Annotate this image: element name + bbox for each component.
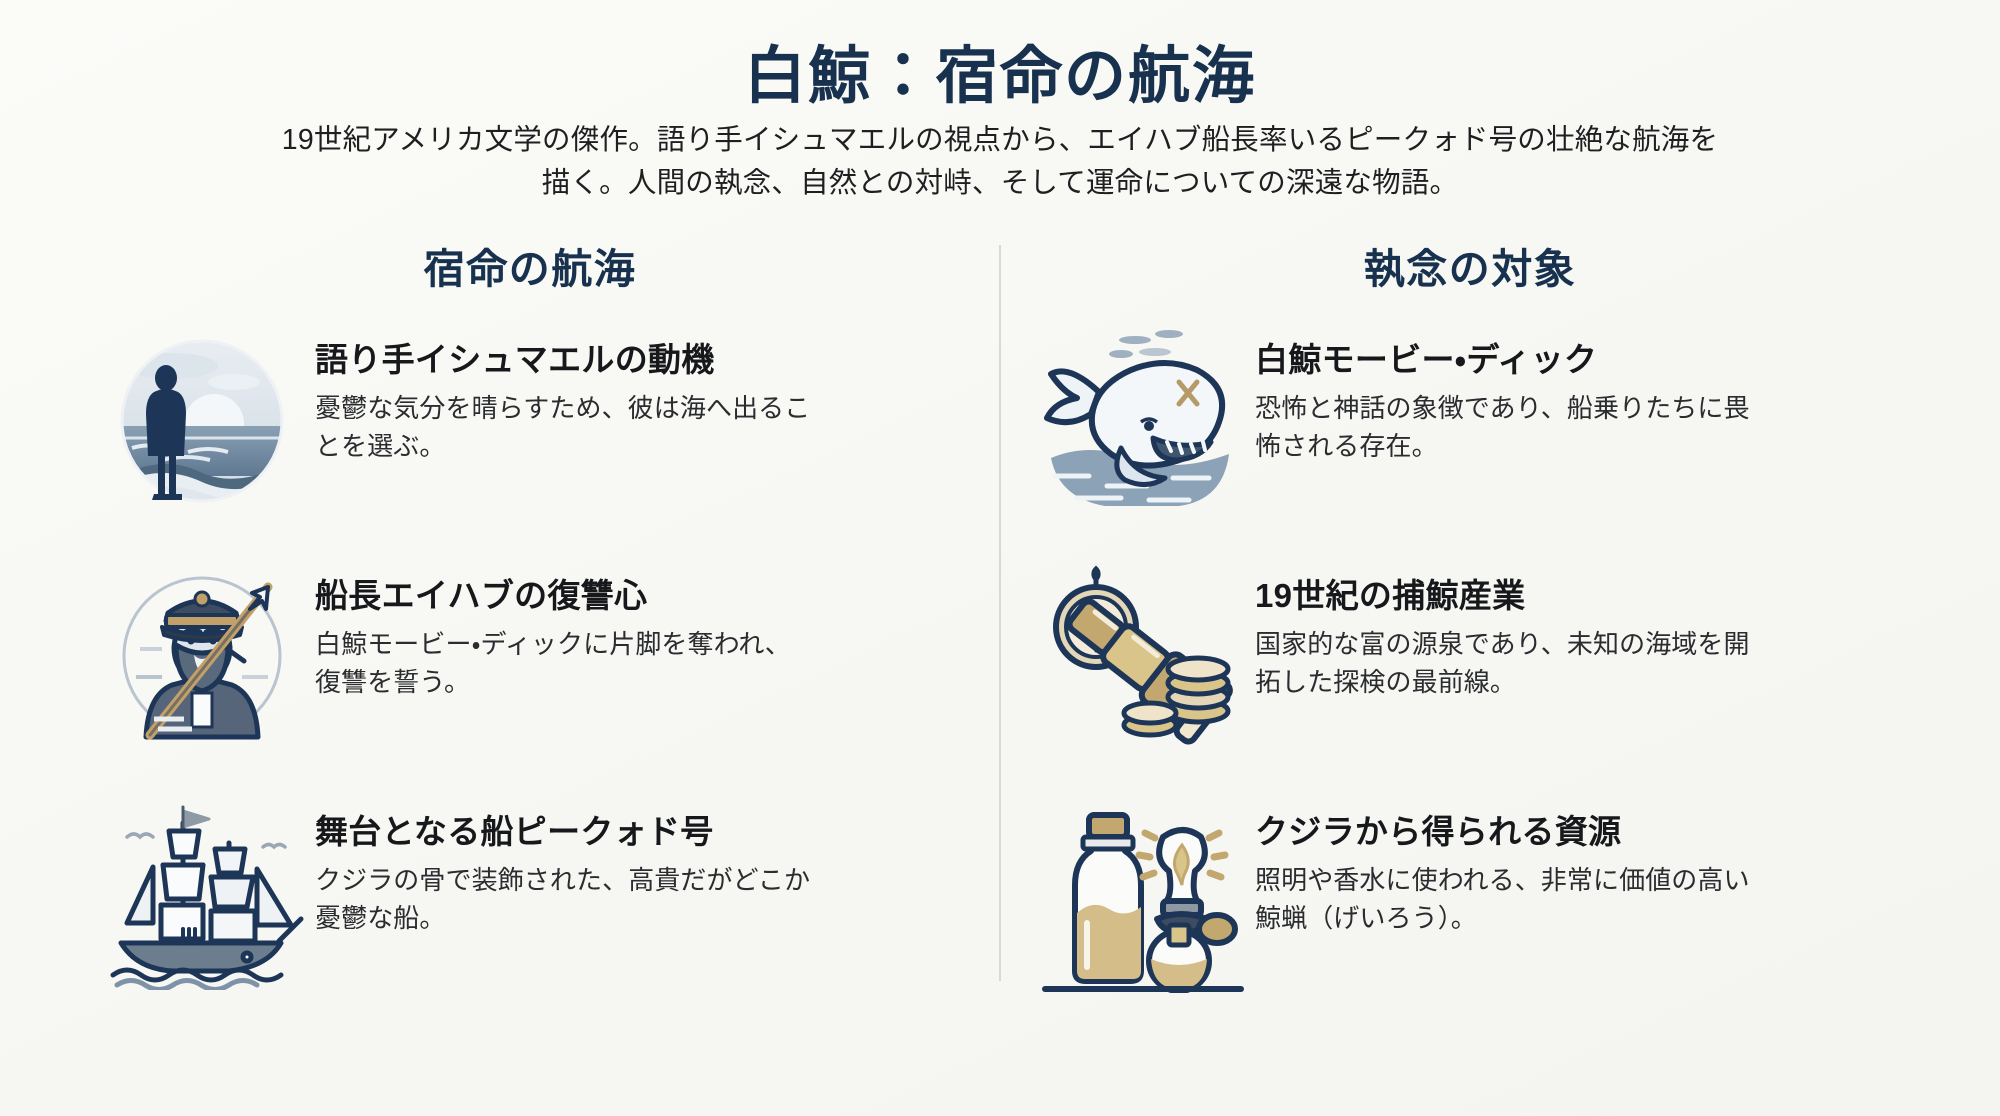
list-item: 舞台となる船ピークォド号 クジラの骨で装飾された、高貴だがどこか憂鬱な船。 bbox=[94, 793, 966, 993]
column-right-heading: 執念の対象 bbox=[1363, 245, 1577, 292]
list-item-text: 語り手イシュマエルの動機 憂鬱な気分を晴らすため、彼は海へ出ることを選ぶ。 bbox=[309, 321, 966, 466]
list-item: クジラから得られる資源 照明や香水に使われる、非常に価値の高い鯨蝋（げいろう）。 bbox=[1034, 793, 1906, 993]
list-item-title: クジラから得られる資源 bbox=[1255, 812, 1622, 850]
page-subtitle: 19世紀アメリカ文学の傑作。語り手イシュマエルの視点から、エイハブ船長率いるピー… bbox=[100, 119, 1900, 205]
list-item-text: 白鯨モービー・ディック 恐怖と神話の象徴であり、船乗りたちに畏怖される存在。 bbox=[1249, 321, 1906, 466]
telescope-compass-coins-icon bbox=[1034, 557, 1249, 757]
list-item-text: 19世紀の捕鯨産業 国家的な富の源泉であり、未知の海域を開拓した探検の最前線。 bbox=[1249, 557, 1906, 702]
column-left-heading: 宿命の航海 bbox=[423, 245, 637, 292]
list-item-description: 恐怖と神話の象徴であり、船乗りたちに畏怖される存在。 bbox=[1255, 393, 1750, 461]
list-item-text: クジラから得られる資源 照明や香水に使われる、非常に価値の高い鯨蝋（げいろう）。 bbox=[1249, 793, 1906, 938]
white-whale-icon bbox=[1034, 321, 1249, 521]
list-item: 語り手イシュマエルの動機 憂鬱な気分を晴らすため、彼は海へ出ることを選ぶ。 bbox=[94, 321, 966, 521]
list-item-description: 照明や香水に使われる、非常に価値の高い鯨蝋（げいろう）。 bbox=[1255, 865, 1750, 933]
list-item: 白鯨モービー・ディック 恐怖と神話の象徴であり、船乗りたちに畏怖される存在。 bbox=[1034, 321, 1906, 521]
list-item-title: 船長エイハブの復讐心 bbox=[315, 576, 648, 614]
subtitle-line-2: 描く。人間の執念、自然との対峙、そして運命についての深遠な物語。 bbox=[541, 167, 1459, 200]
list-item-text: 舞台となる船ピークォド号 クジラの骨で装飾された、高貴だがどこか憂鬱な船。 bbox=[309, 793, 966, 938]
sailing-ship-icon bbox=[94, 793, 309, 993]
column-divider bbox=[999, 244, 1001, 981]
sea-captain-with-harpoon-icon bbox=[94, 557, 309, 757]
page-title: 白鯨：宿命の航海 bbox=[743, 42, 1256, 111]
list-item: 19世紀の捕鯨産業 国家的な富の源泉であり、未知の海域を開拓した探検の最前線。 bbox=[1034, 557, 1906, 757]
list-item-title: 白鯨モービー・ディック bbox=[1255, 340, 1598, 378]
column-right: 執念の対象 bbox=[1000, 235, 1940, 993]
content-columns: 宿命の航海 bbox=[60, 235, 1940, 993]
header: 白鯨：宿命の航海 19世紀アメリカ文学の傑作。語り手イシュマエルの視点から、エイ… bbox=[60, 42, 1940, 205]
list-item-description: 白鯨モービー・ディックに片脚を奪われ、復讐を誓う。 bbox=[315, 629, 791, 697]
man-gazing-at-sea-icon bbox=[94, 321, 309, 521]
list-item: 船長エイハブの復讐心 白鯨モービー・ディックに片脚を奪われ、復讐を誓う。 bbox=[94, 557, 966, 757]
subtitle-line-1: 19世紀アメリカ文学の傑作。語り手イシュマエルの視点から、エイハブ船長率いるピー… bbox=[281, 124, 1719, 157]
oil-bottle-lamp-perfume-icon bbox=[1034, 793, 1249, 993]
list-item-description: 憂鬱な気分を晴らすため、彼は海へ出ることを選ぶ。 bbox=[315, 393, 811, 461]
list-item-title: 19世紀の捕鯨産業 bbox=[1255, 576, 1526, 614]
list-item-title: 舞台となる船ピークォド号 bbox=[315, 812, 714, 850]
list-item-description: 国家的な富の源泉であり、未知の海域を開拓した探検の最前線。 bbox=[1255, 629, 1750, 697]
list-item-title: 語り手イシュマエルの動機 bbox=[315, 340, 715, 378]
list-item-description: クジラの骨で装飾された、高貴だがどこか憂鬱な船。 bbox=[315, 865, 811, 933]
list-item-text: 船長エイハブの復讐心 白鯨モービー・ディックに片脚を奪われ、復讐を誓う。 bbox=[309, 557, 966, 702]
column-left: 宿命の航海 bbox=[60, 235, 1000, 993]
